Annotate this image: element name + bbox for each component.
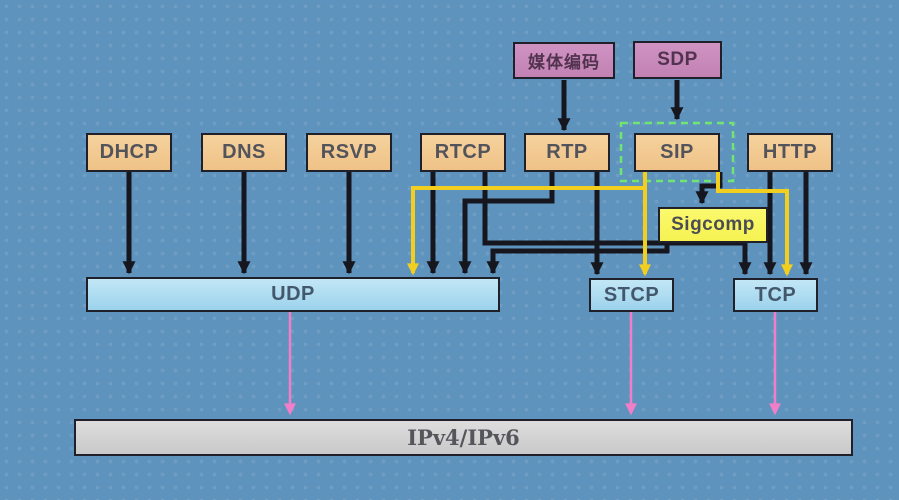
node-http: HTTP <box>747 133 833 172</box>
node-rtcp: RTCP <box>420 133 506 172</box>
edge-sip-udp-yellow <box>407 186 645 276</box>
node-media-encoding: 媒体编码 <box>513 42 615 79</box>
node-rtp: RTP <box>524 133 610 172</box>
node-sigcomp: Sigcomp <box>658 207 768 243</box>
edge-sip-sigcomp <box>695 172 723 205</box>
edge-sigcomp-udp <box>486 243 670 275</box>
node-dhcp: DHCP <box>86 133 172 172</box>
node-rsvp: RSVP <box>306 133 392 172</box>
node-sip: SIP <box>634 133 720 172</box>
node-sdp: SDP <box>633 41 722 79</box>
node-udp: UDP <box>86 277 500 312</box>
node-dns: DNS <box>201 133 287 172</box>
node-ipv4-ipv6: IPv4/IPv6 <box>74 419 853 456</box>
node-stcp: STCP <box>589 278 674 312</box>
node-tcp: TCP <box>733 278 818 312</box>
edge-rtp-udp <box>458 172 555 275</box>
